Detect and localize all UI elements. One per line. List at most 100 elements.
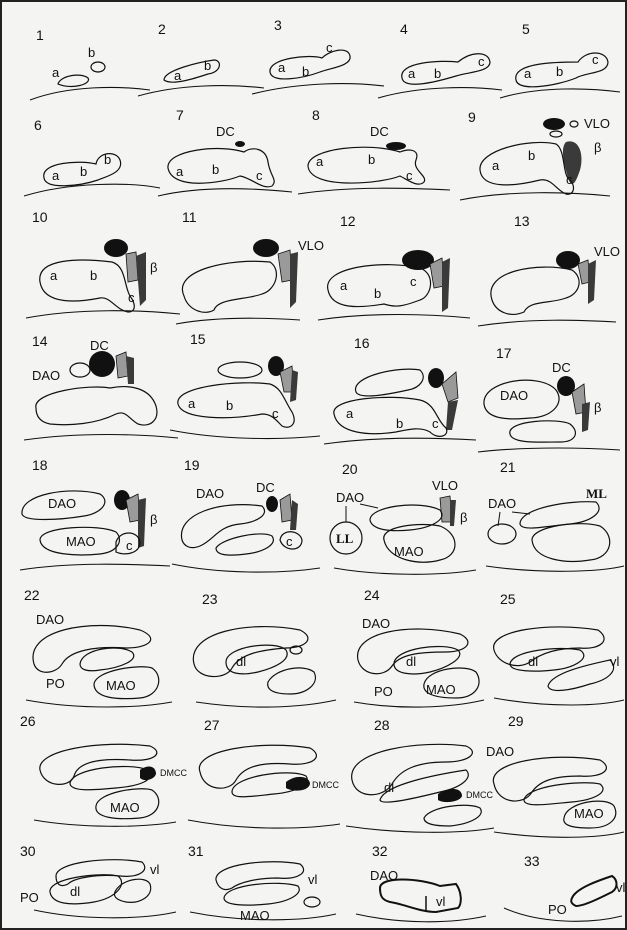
panel-26: 26 DMCC MAO [20,713,187,826]
panel-number: 15 [190,331,206,347]
region-label: DAO [48,496,76,511]
region-label: b [80,164,87,179]
region-label: c [326,40,333,55]
panel-number: 10 [32,209,48,225]
panel-number: 31 [188,843,204,859]
panel-5: 5 a b c [500,21,620,98]
region-label: b [396,416,403,431]
region-label: b [88,45,95,60]
region-label: MAO [426,682,456,697]
panel-number: 32 [372,843,388,859]
region-label: MAO [240,908,270,923]
region-label: MAO [66,534,96,549]
panel-33: 33 vl PO [504,853,626,921]
region-label: PO [20,890,39,905]
region-label: a [52,65,60,80]
region-label: DAO [500,388,528,403]
region-label: DAO [486,744,514,759]
region-label: DC [216,124,235,139]
panel-8: 8 DC a b c [298,107,450,194]
region-label: PO [548,902,567,917]
panel-14: 14 DC DAO [24,333,178,440]
region-label: DC [370,124,389,139]
panel-number: 8 [312,107,320,123]
panel-number: 27 [204,717,220,733]
region-label: a [492,158,500,173]
panel-29: 29 DAO MAO [486,713,624,837]
panel-27: 27 DMCC [188,717,340,828]
region-label: b [368,152,375,167]
region-label: DAO [362,616,390,631]
region-label: a [408,66,416,81]
panel-number: 6 [34,117,42,133]
region-label: VLO [584,116,610,131]
panel-number: 25 [500,591,516,607]
region-label: a [50,268,58,283]
region-label: dl [70,884,80,899]
region-label: MAO [394,544,424,559]
panel-number: 14 [32,333,48,349]
region-label: PO [374,684,393,699]
region-label: ML [586,486,607,501]
region-label: a [176,164,184,179]
region-label: a [174,68,182,83]
panel-number: 29 [508,713,524,729]
region-label: b [556,64,563,79]
region-label: c [410,274,417,289]
panel-12: 12 a b c [318,213,470,320]
panel-6: 6 a b b [24,117,160,196]
region-label: LL [336,531,354,546]
panel-19: 19 DAO DC c [172,457,320,572]
panel-number: 23 [202,591,218,607]
region-label: VLO [594,244,620,259]
region-label: PO [46,676,65,691]
region-label: MAO [574,806,604,821]
region-label: c [566,172,573,187]
panel-number: 16 [354,335,370,351]
panel-number: 11 [182,209,197,225]
region-label: DC [256,480,275,495]
region-label: DAO [488,496,516,511]
region-label: b [204,58,211,73]
region-label: dl [236,654,246,669]
panel-16: 16 a b c [324,335,476,444]
region-label: b [104,152,111,167]
region-label: DAO [196,486,224,501]
region-label: c [478,54,485,69]
region-label: c [126,538,133,553]
region-label: vl [616,880,626,895]
panel-10: 10 a b β c [26,209,180,318]
panel-18: 18 DAO β MAO c [20,457,170,570]
region-label: DAO [36,612,64,627]
region-label: b [434,66,441,81]
panel-32: 32 DAO vl [356,843,486,922]
region-label: vl [610,654,620,669]
region-label: c [272,406,279,421]
panel-2: 2 a b [138,21,264,96]
panel-number: 30 [20,843,36,859]
region-label: DAO [336,490,364,505]
panel-20: 20 DAO VLO β LL MAO [330,461,476,574]
region-label: MAO [110,800,140,815]
panel-number: 24 [364,587,380,603]
panel-9: 9 VLO β a b c [460,109,610,200]
region-label: c [432,416,439,431]
region-label: b [528,148,535,163]
panel-number: 17 [496,345,512,361]
panel-number: 13 [514,213,530,229]
region-label: c [592,52,599,67]
region-label: DMCC [466,790,493,800]
panel-4: 4 a b c [378,21,502,98]
panel-23: 23 dl [193,591,336,707]
region-label: a [340,278,348,293]
region-label: a [346,406,354,421]
region-label: DC [90,338,109,353]
panel-28: 28 dl DMCC [346,717,494,832]
panel-number: 28 [374,717,390,733]
panel-number: 2 [158,21,166,37]
region-label: DMCC [160,768,187,778]
region-label: VLO [432,478,458,493]
region-label: dl [406,654,416,669]
